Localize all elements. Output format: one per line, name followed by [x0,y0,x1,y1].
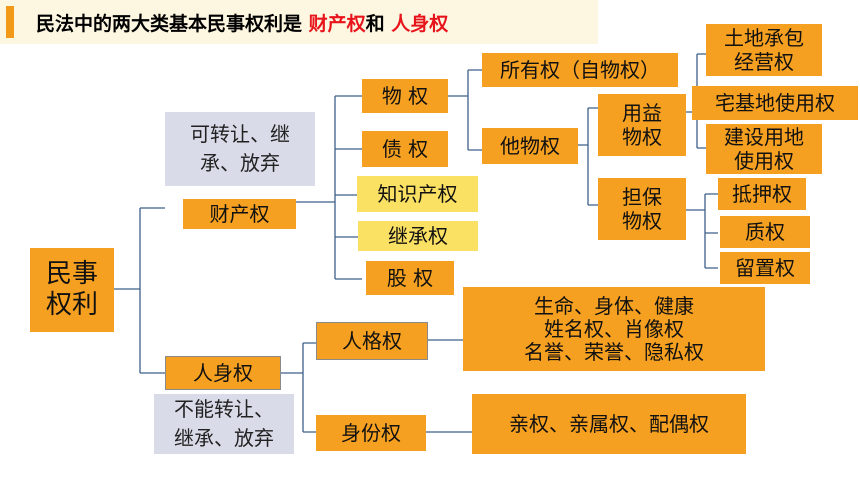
property-rights-node: 财产权 [183,199,296,229]
ownership-node: 所有权（自物权） [482,53,678,87]
identity-right-node: 身份权 [316,415,426,451]
title-accent [6,6,14,38]
title-personal: 人身权 [391,13,449,35]
title-prefix: 民法中的两大类基本民事权利是 [36,13,309,35]
connector-other-real-right [578,107,598,206]
connector-root [114,207,165,374]
connector-real-right [448,69,482,151]
page-title: 民法中的两大类基本民事权利是 财产权和 人身权 [36,9,448,36]
other-real-right-node: 他物权 [482,128,578,164]
mortgage-node: 抵押权 [718,178,806,210]
personal-rights-note: 不能转让、 继承、放弃 [154,394,294,454]
pledge-node: 质权 [720,216,810,248]
connector-personal [281,342,316,433]
connector-personal-items [426,339,472,433]
title-property: 财产权 [308,13,366,35]
land-contract-node: 土地承包 经营权 [706,24,822,76]
personality-right-items: 生命、身体、健康 姓名权、肖像权 名誉、荣誉、隐私权 [463,287,765,371]
security-node: 担保 物权 [598,178,686,240]
debt-right-node: 债 权 [362,131,448,167]
title-bar: 民法中的两大类基本民事权利是 财产权和 人身权 [0,0,598,44]
connector-security [686,193,718,269]
equity-right-node: 股 权 [366,261,454,295]
real-right-node: 物 权 [362,79,448,113]
property-rights-note: 可转让、继 承、放弃 [165,112,315,186]
personal-rights-node: 人身权 [165,356,281,390]
connector-property [296,95,362,280]
construction-land-node: 建设用地 使用权 [706,124,822,174]
title-joiner: 和 [365,13,392,35]
homestead-node: 宅基地使用权 [692,86,858,120]
inheritance-right-node: 继承权 [358,221,478,251]
usufruct-node: 用益 物权 [598,94,686,156]
personality-right-node: 人格权 [316,322,428,360]
identity-right-items: 亲权、亲属权、配偶权 [472,394,746,454]
root-node-civil-rights: 民事 权利 [30,248,114,332]
ip-right-node: 知识产权 [357,176,478,212]
lien-node: 留置权 [720,252,810,284]
